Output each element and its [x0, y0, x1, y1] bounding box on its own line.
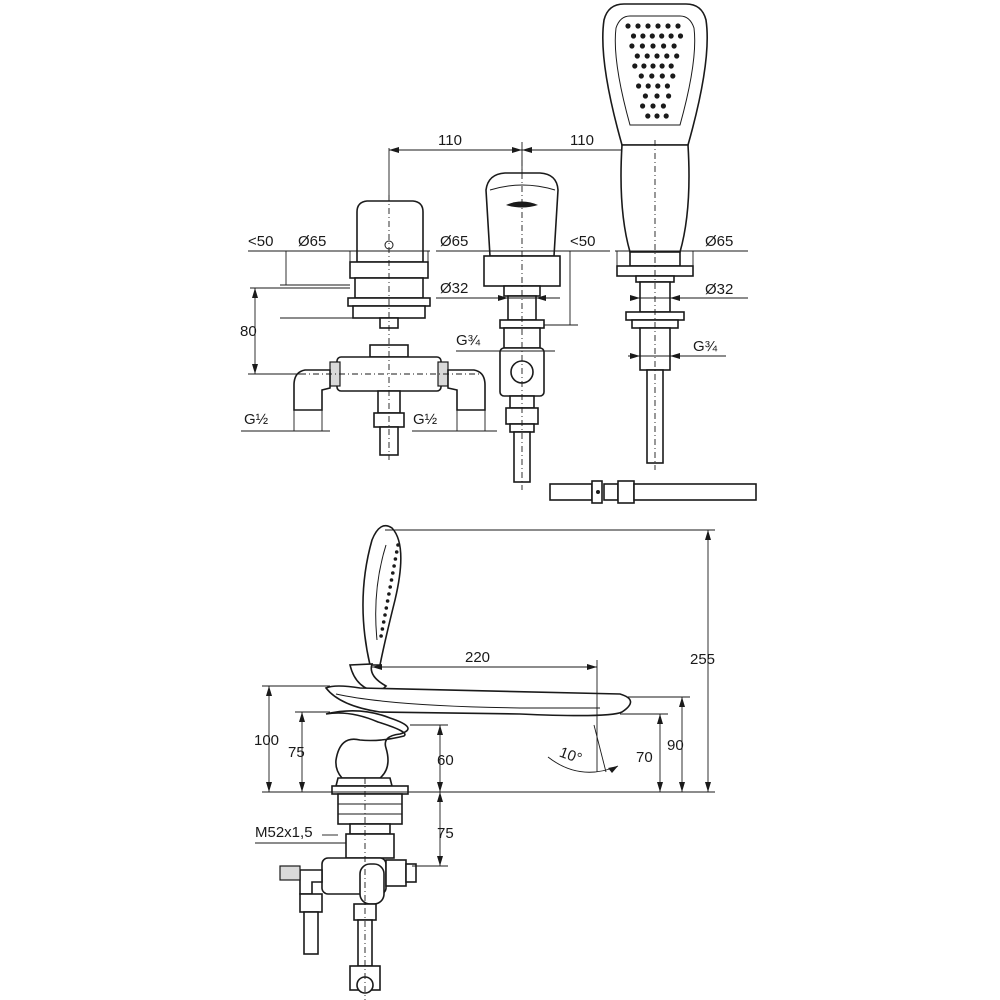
nozzle-dot [654, 93, 660, 99]
nozzle-dot [675, 23, 681, 29]
nozzle-dot [635, 23, 641, 29]
spout-base-middle [483, 160, 561, 490]
left-g-half: G½ [244, 411, 269, 428]
nozzle-dot [629, 43, 635, 49]
right-d32: Ø32 [705, 281, 733, 298]
nozzle-dot [659, 73, 665, 79]
nozzle-dot [666, 93, 672, 99]
dim-75-lower: 75 [437, 825, 454, 842]
left-d65: Ø65 [298, 233, 326, 250]
nozzle-dot [634, 53, 640, 59]
dim-75-upper: 75 [288, 744, 305, 761]
nozzle-dot [677, 33, 684, 39]
nozzle-dot [655, 23, 661, 29]
nozzle-dot [640, 103, 646, 109]
side-nozzle-dot [392, 564, 396, 568]
dim-110-left: 110 [438, 132, 462, 149]
middle-dimensions: Ø65 <50 G¾ [436, 233, 610, 352]
nozzle-dot [660, 103, 667, 109]
nozzle-dot [649, 73, 655, 79]
side-nozzle-dot [388, 585, 393, 589]
nozzle-dot [654, 53, 660, 59]
right-g-half: G½ [413, 411, 438, 428]
side-nozzle-dot [381, 620, 386, 624]
side-nozzle-dot [380, 627, 385, 631]
nozzle-dot [650, 63, 656, 69]
nozzle-dot [636, 83, 642, 89]
shower-hose [549, 480, 757, 504]
mixer-valve-left [293, 195, 486, 460]
nozzle-dot [645, 83, 651, 89]
dim-100: 100 [254, 732, 279, 749]
dim-angle: 10° [557, 744, 584, 768]
nozzle-dot [665, 23, 671, 29]
side-nozzle-dot [393, 557, 398, 561]
dim-220: 220 [465, 649, 490, 666]
nozzle-dot [668, 63, 674, 69]
nozzle-dot [645, 23, 651, 29]
nozzle-dot [644, 53, 650, 59]
side-nozzle-dot [396, 543, 400, 547]
hand-shower-top [602, 3, 708, 470]
side-nozzle-dot [387, 592, 391, 596]
left-d32: Ø32 [440, 280, 468, 297]
nozzle-dot [630, 33, 637, 39]
dim-thread: M52x1,5 [255, 824, 313, 841]
nozzle-dot [655, 83, 661, 89]
nozzle-dot [664, 53, 670, 59]
dim-255: 255 [690, 651, 715, 668]
middle-d65: Ø65 [440, 233, 468, 250]
nozzle-dot [642, 93, 649, 99]
side-nozzle-dot [379, 634, 383, 638]
middle-g34: G¾ [456, 332, 481, 349]
nozzle-dot [664, 83, 671, 89]
nozzle-dot [649, 33, 655, 39]
nozzle-dot [659, 63, 665, 69]
nozzle-dot [625, 23, 631, 29]
nozzle-dot [632, 63, 638, 69]
right-dimensions: Ø65 Ø32 G¾ [615, 233, 748, 359]
side-dimensions: 220 255 100 75 60 70 [254, 529, 715, 867]
side-nozzle-dot [394, 550, 399, 554]
right-d65: Ø65 [705, 233, 733, 250]
nozzle-dot [645, 113, 651, 119]
side-nozzle-dot [391, 571, 395, 575]
left-dimensions: <50 Ø65 80 Ø32 G½ G½ [240, 233, 497, 432]
side-nozzles [379, 543, 400, 638]
spacing-dimension: 110 110 [388, 132, 656, 205]
left-lt50: <50 [248, 233, 273, 250]
nozzle-dot [670, 73, 676, 79]
middle-lt50: <50 [570, 233, 595, 250]
left-h80: 80 [240, 323, 257, 340]
nozzle-dot [671, 43, 677, 49]
nozzle-dot [639, 43, 646, 49]
nozzle-dot [659, 33, 665, 39]
nozzle-dot [654, 113, 660, 119]
nozzle-dot [638, 73, 644, 79]
side-nozzle-dot [385, 599, 390, 603]
side-view-faucet [279, 524, 632, 1000]
right-g34: G¾ [693, 338, 718, 355]
nozzle-dot [663, 113, 669, 119]
nozzle-pattern [625, 23, 684, 119]
dim-90: 90 [667, 737, 684, 754]
side-nozzle-dot [389, 578, 394, 582]
nozzle-dot [674, 53, 680, 59]
side-nozzle-dot [383, 613, 387, 617]
dim-70: 70 [636, 749, 653, 766]
dim-110-right: 110 [570, 132, 594, 149]
dim-60: 60 [437, 752, 454, 769]
nozzle-dot [640, 33, 646, 39]
nozzle-dot [650, 43, 656, 49]
side-nozzle-dot [384, 606, 389, 610]
nozzle-dot [641, 63, 647, 69]
nozzle-dot [668, 33, 674, 39]
nozzle-dot [661, 43, 667, 49]
nozzle-dot [650, 103, 656, 109]
